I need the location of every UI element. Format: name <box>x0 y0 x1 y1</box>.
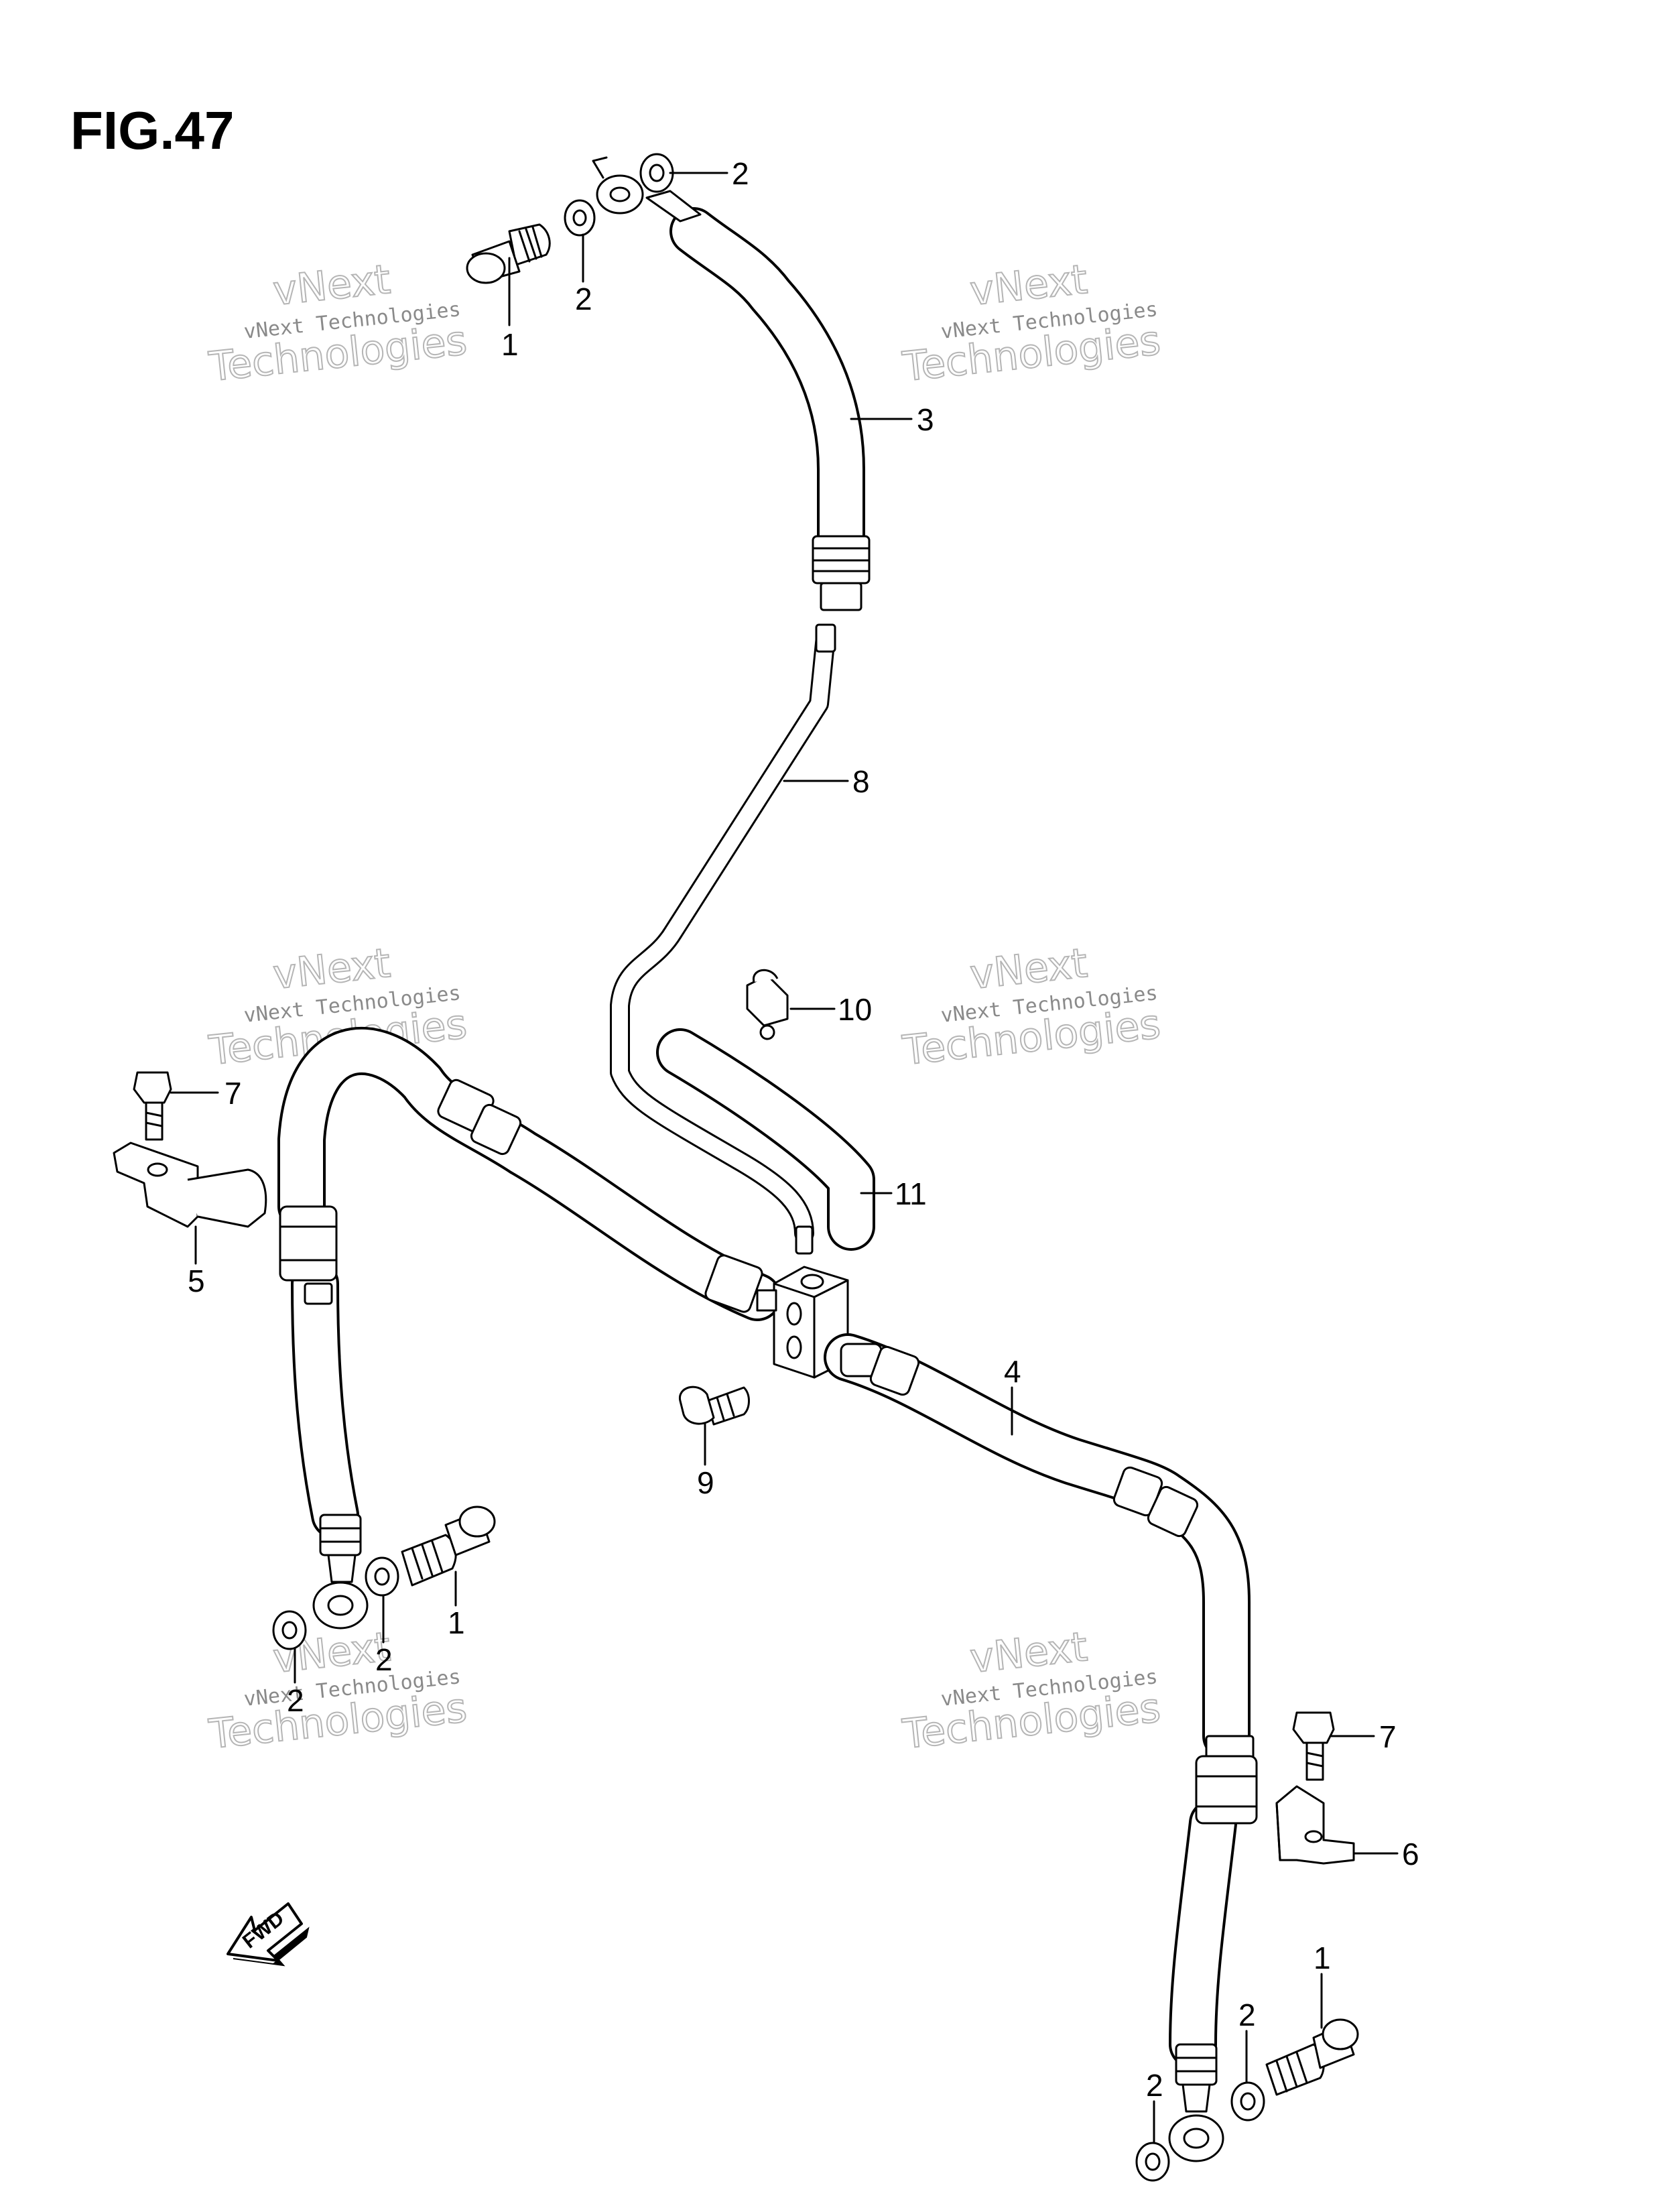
figure-title: FIG.47 <box>70 101 235 160</box>
bolt-icon <box>133 1071 172 1141</box>
brake-pipe <box>610 623 836 1255</box>
upper-brake-hose <box>592 156 871 611</box>
callout-7: 7 <box>1379 1719 1397 1754</box>
callout-1: 1 <box>501 327 519 362</box>
callout-2: 2 <box>1146 2068 1163 2103</box>
hose-bracket-right <box>1275 1785 1355 1865</box>
callout-2: 2 <box>375 1642 393 1677</box>
callout-2: 2 <box>575 282 592 316</box>
callout-4: 4 <box>1004 1354 1021 1389</box>
left-brake-hose <box>277 1027 781 1630</box>
protector-tube <box>656 1028 875 1251</box>
hose-bracket-left <box>113 1142 267 1228</box>
bolt-icon <box>679 1386 750 1426</box>
callout-1: 1 <box>1314 1941 1331 1975</box>
washer-icon <box>365 1556 399 1597</box>
callout-2: 2 <box>287 1683 304 1718</box>
union-bolt-icon <box>1265 2018 1359 2096</box>
washer-icon <box>564 199 596 237</box>
callout-5: 5 <box>188 1264 205 1298</box>
callout-2: 2 <box>732 156 749 191</box>
washer-icon <box>639 153 674 193</box>
clamp-icon <box>746 969 789 1040</box>
union-bolt-icon <box>466 223 551 284</box>
callout-9: 9 <box>697 1465 714 1500</box>
leader-lines <box>170 172 1399 2144</box>
right-brake-hose <box>824 1333 1258 2162</box>
callout-3: 3 <box>917 402 934 437</box>
washer-icon <box>272 1610 307 1650</box>
callout-10: 10 <box>838 992 872 1027</box>
callout-1: 1 <box>448 1605 465 1640</box>
washer-icon <box>1230 2081 1265 2122</box>
callout-2: 2 <box>1238 1998 1256 2032</box>
callout-6: 6 <box>1402 1837 1419 1871</box>
callout-labels: 2 2 1 3 8 10 11 7 5 9 4 1 2 2 7 6 1 2 2 <box>188 156 1419 2103</box>
callout-8: 8 <box>852 764 870 799</box>
washer-icon <box>1135 2142 1170 2182</box>
callout-7: 7 <box>225 1076 242 1111</box>
fwd-arrow-icon: FWD <box>227 1902 310 1967</box>
callout-11: 11 <box>895 1176 927 1211</box>
union-bolt-icon <box>401 1506 496 1587</box>
bolt-icon <box>1292 1711 1335 1781</box>
